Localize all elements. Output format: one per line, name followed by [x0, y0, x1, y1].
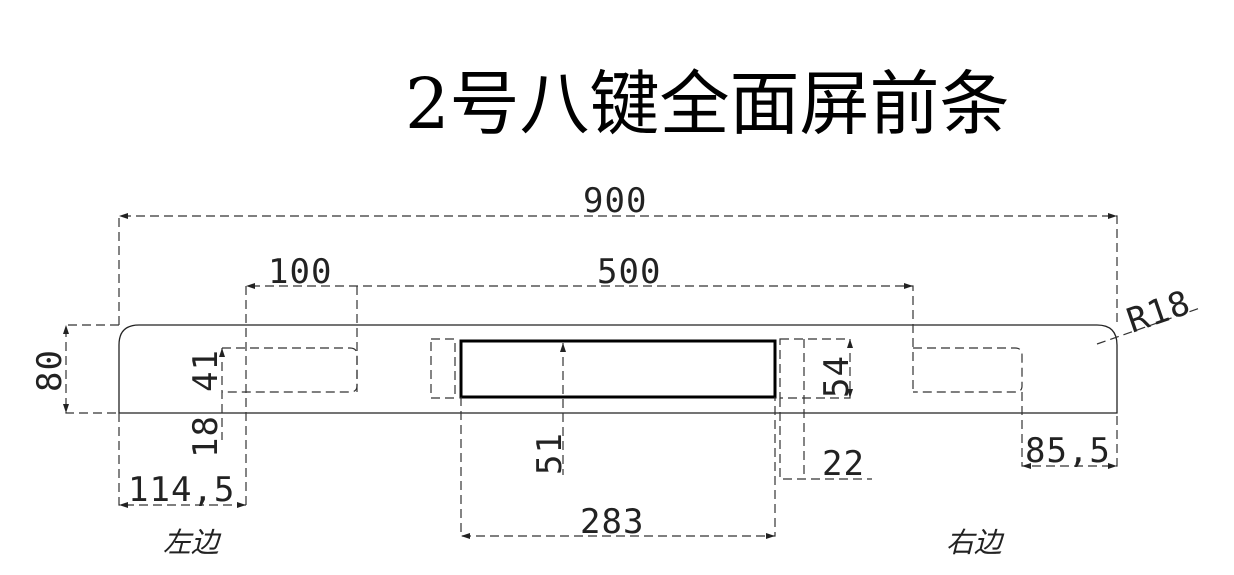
dim-22-label: 22 [822, 444, 865, 484]
left-side-label: 左边 [163, 526, 222, 559]
screen-cutout [459, 339, 777, 399]
dim-54-arrow-bottom [847, 389, 853, 398]
dim-283-label: 283 [580, 502, 644, 542]
dim-80-label: 80 [30, 349, 70, 392]
panel-outline [118, 324, 1118, 414]
radius-label: R18 [1122, 283, 1196, 342]
right-slot [913, 347, 1023, 393]
dim-900-arrow-right [1108, 213, 1117, 219]
dim-100-arrow [246, 283, 255, 289]
dim-85-arrow-left [1022, 463, 1031, 469]
dim-41-arrow [219, 348, 225, 357]
dim-85-arrow-right [1108, 463, 1117, 469]
drawing-title: 2号八键全面屏前条 [405, 63, 1010, 145]
dim-80-arrow-bottom [63, 404, 69, 413]
dim-114-label: 114,5 [128, 470, 235, 510]
dim-900-label: 900 [583, 181, 647, 221]
dim-100-500-line [245, 285, 914, 505]
dim-54-arrow-top [847, 339, 853, 348]
dim-114-arrow-left [119, 502, 128, 508]
dim-283-arrow-right [766, 533, 775, 539]
dim-41-label: 41 [186, 349, 226, 392]
dim-22-line [779, 339, 872, 480]
dim-114-arrow-right [237, 502, 246, 508]
dim-500-arrow [904, 283, 913, 289]
dim-85-label: 85,5 [1025, 431, 1111, 471]
dim-80-line [65, 324, 119, 414]
dim-54-label: 54 [817, 355, 857, 398]
dim-51-arrow [560, 343, 566, 352]
dim-900-line [118, 215, 1118, 325]
dim-900-arrow-left [119, 213, 128, 219]
right-side-label: 右边 [946, 526, 1005, 559]
dim-500-label: 500 [597, 252, 661, 292]
dim-85-line [1021, 392, 1118, 467]
dim-80-arrow-top [63, 325, 69, 334]
radius-leader [1096, 307, 1201, 345]
left-slot [222, 347, 358, 393]
dim-100-label: 100 [268, 252, 332, 292]
dim-51-label: 51 [530, 432, 570, 475]
dim-283-line [460, 397, 776, 537]
dim-18-label: 18 [186, 415, 226, 458]
dim-283-arrow-left [461, 533, 470, 539]
left-screen-bracket [430, 338, 456, 399]
